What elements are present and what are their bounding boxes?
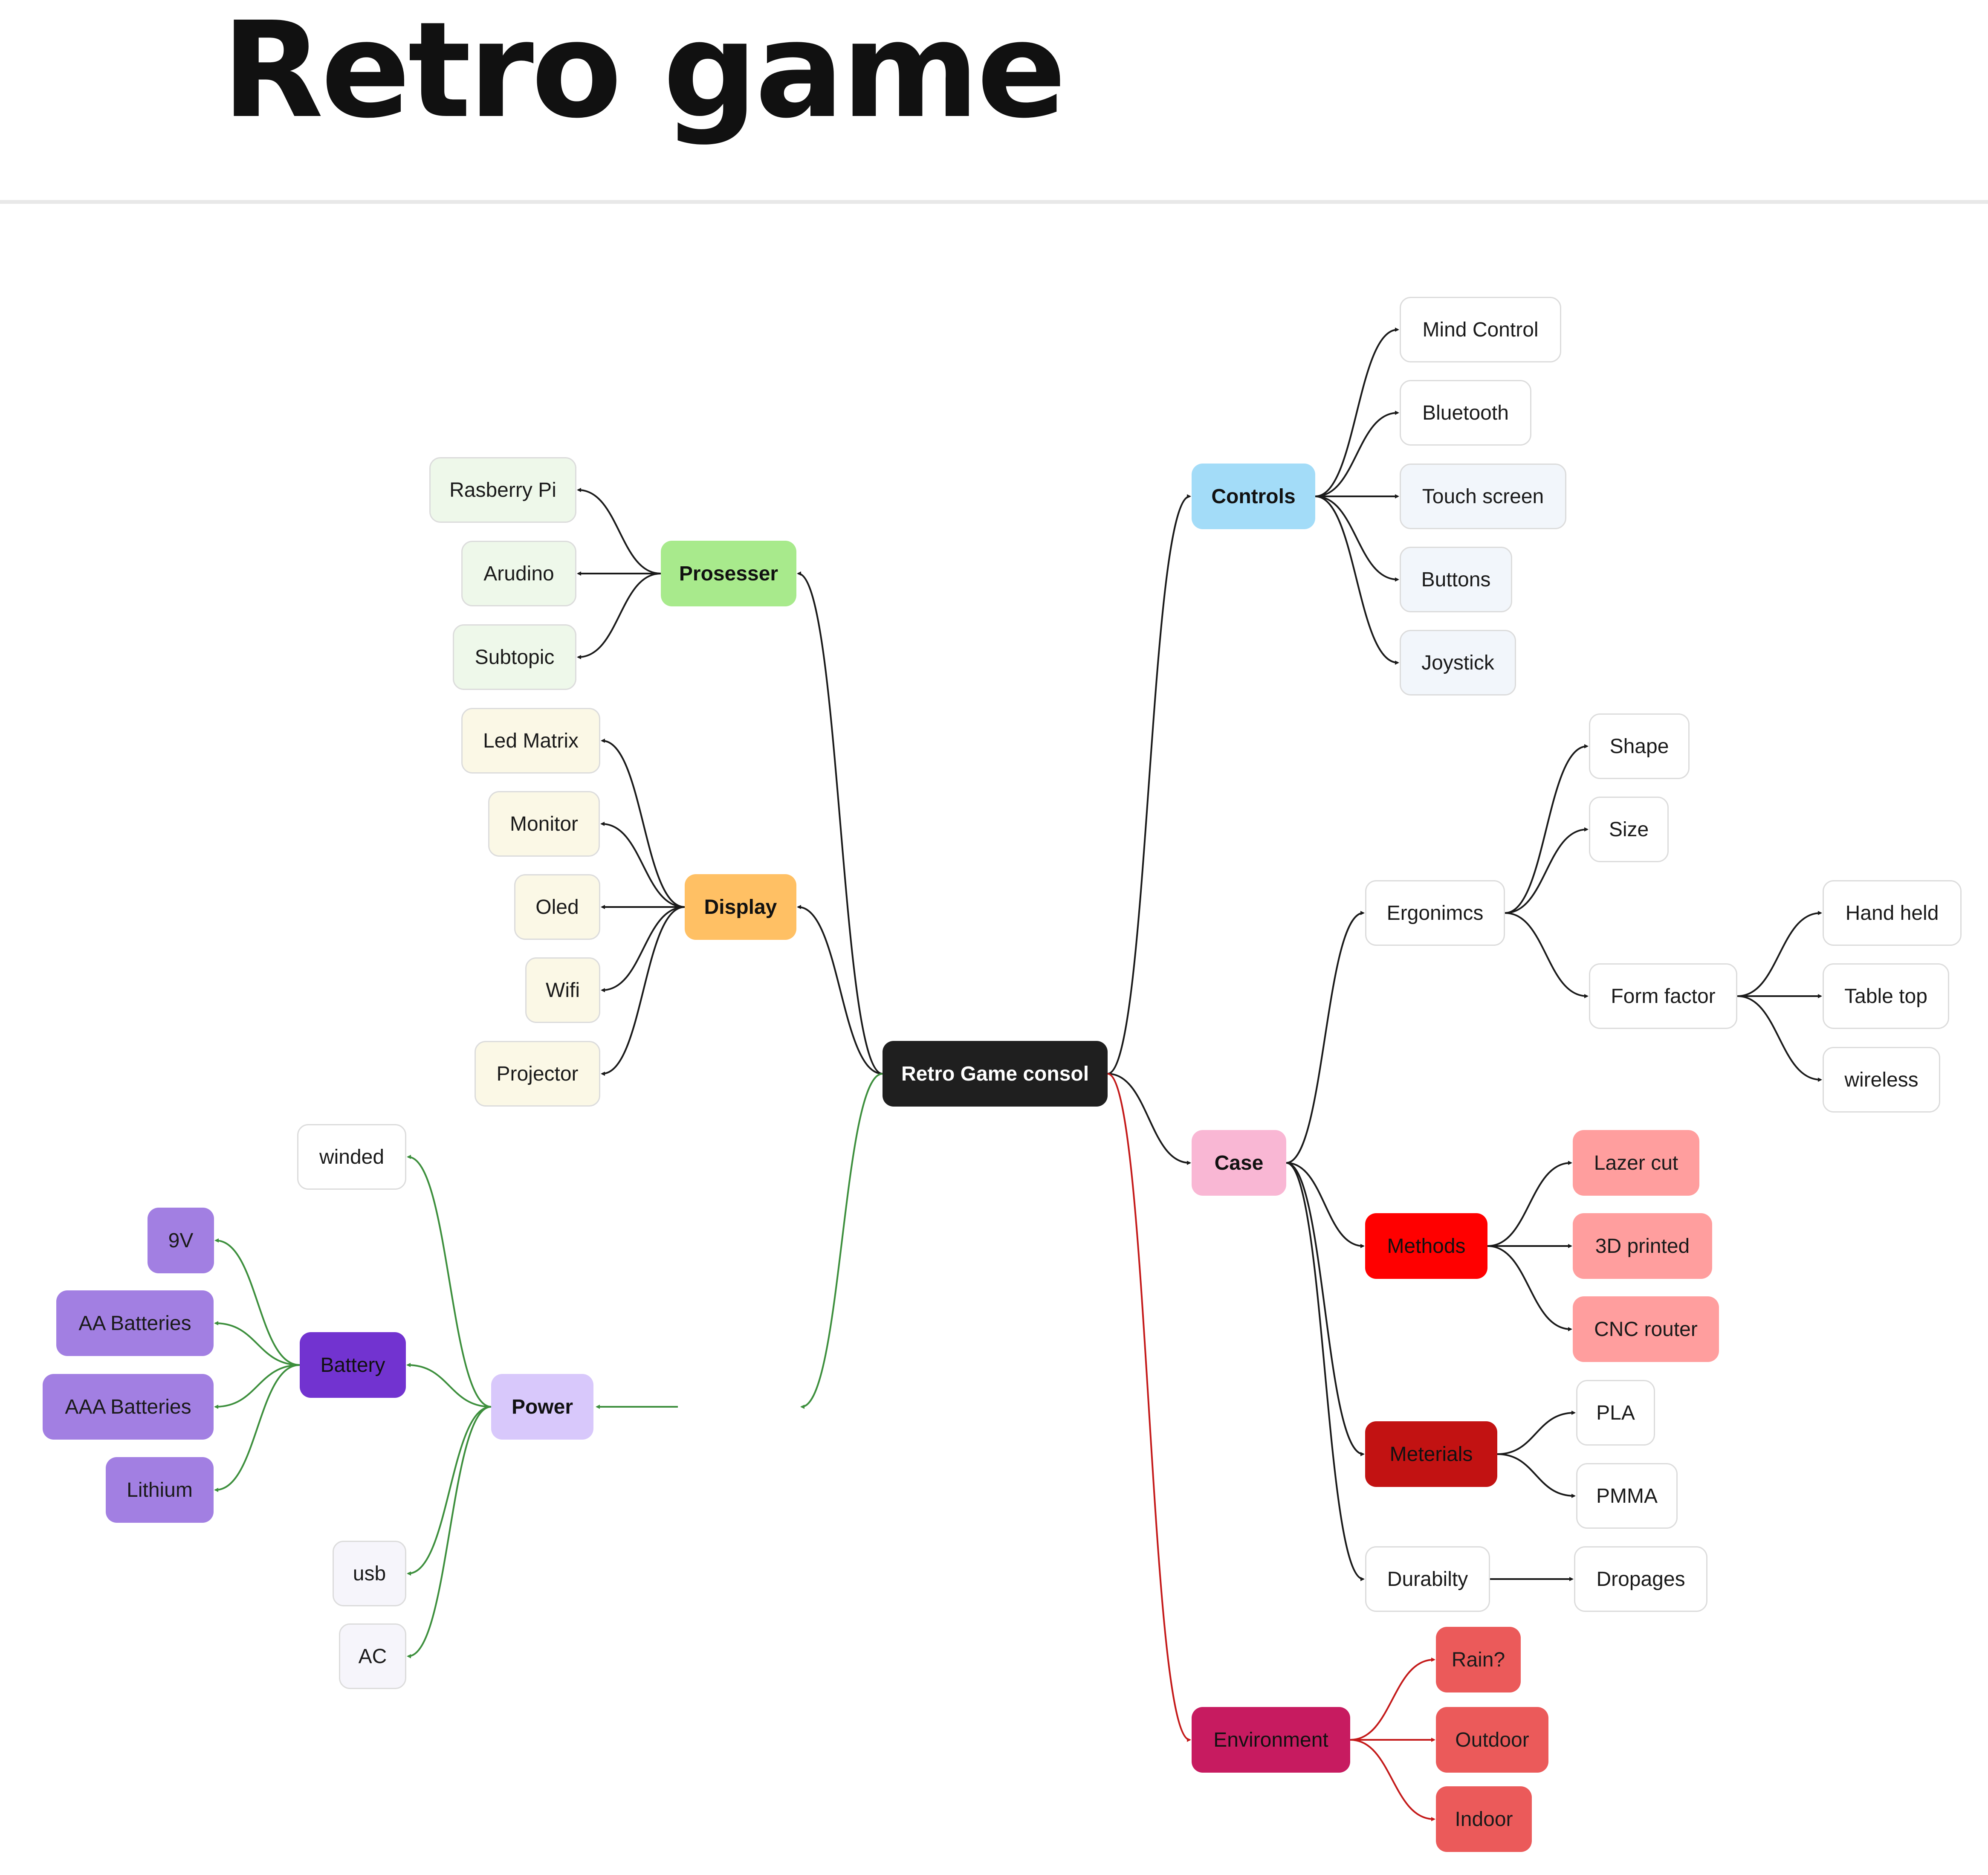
edge-bat-bat0 bbox=[214, 1238, 300, 1366]
node-arudino[interactable]: Arudino bbox=[461, 541, 576, 606]
edge-disp-disp3 bbox=[601, 906, 685, 992]
edge-pow-pow2 bbox=[407, 1406, 492, 1576]
node-cnc-router[interactable]: CNC router bbox=[1573, 1296, 1719, 1362]
edge-case-mat bbox=[1286, 1162, 1365, 1456]
edge-erg-erg1 bbox=[1505, 827, 1589, 914]
node-mind-control[interactable]: Mind Control bbox=[1400, 297, 1561, 362]
node-methods[interactable]: Methods bbox=[1365, 1213, 1487, 1279]
node-ac[interactable]: AC bbox=[339, 1623, 406, 1689]
edge-case-dur bbox=[1286, 1162, 1365, 1581]
edge-disp-disp4 bbox=[601, 906, 685, 1076]
edge-ctl-ctl0 bbox=[1315, 327, 1399, 497]
edge-case-meth bbox=[1286, 1162, 1365, 1248]
edge-disp-disp1 bbox=[600, 822, 685, 908]
edge-meth-meth2 bbox=[1487, 1245, 1572, 1331]
node-environment[interactable]: Environment bbox=[1192, 1707, 1350, 1773]
edge-erg-erg0 bbox=[1505, 744, 1589, 914]
edge-mat-mat0 bbox=[1497, 1411, 1576, 1455]
title-divider bbox=[0, 200, 1988, 204]
node-hand-held[interactable]: Hand held bbox=[1823, 880, 1962, 946]
node-rasberry-pi[interactable]: Rasberry Pi bbox=[429, 457, 576, 523]
edge-root-case bbox=[1107, 1073, 1191, 1165]
node-aa-batteries[interactable]: AA Batteries bbox=[56, 1290, 214, 1356]
node-9v[interactable]: 9V bbox=[148, 1208, 214, 1273]
node-pmma[interactable]: PMMA bbox=[1576, 1463, 1678, 1529]
node-lithium[interactable]: Lithium bbox=[106, 1457, 214, 1523]
edge-proc-proc2 bbox=[577, 573, 661, 659]
node-led-matrix[interactable]: Led Matrix bbox=[461, 708, 600, 774]
node-meterials[interactable]: Meterials bbox=[1365, 1421, 1497, 1487]
node-oled[interactable]: Oled bbox=[514, 874, 600, 940]
edge-ctl-ctl4 bbox=[1315, 496, 1399, 665]
node-ergonimcs[interactable]: Ergonimcs bbox=[1365, 880, 1505, 946]
node-power[interactable]: Power bbox=[491, 1374, 593, 1440]
edge-case-erg bbox=[1286, 911, 1365, 1164]
node-prosesser[interactable]: Prosesser bbox=[661, 541, 796, 606]
node-form-factor[interactable]: Form factor bbox=[1589, 963, 1737, 1029]
edge-ctl-ctl1 bbox=[1315, 411, 1399, 497]
page-title: Retro game bbox=[222, 0, 1066, 148]
node-indoor[interactable]: Indoor bbox=[1436, 1786, 1532, 1852]
node-joystick[interactable]: Joystick bbox=[1400, 630, 1516, 696]
edge-env-env2 bbox=[1350, 1739, 1435, 1821]
node-bluetooth[interactable]: Bluetooth bbox=[1400, 380, 1531, 446]
node-usb[interactable]: usb bbox=[333, 1541, 406, 1606]
edge-env-env0 bbox=[1350, 1658, 1435, 1741]
node-shape[interactable]: Shape bbox=[1589, 713, 1690, 779]
node-winded[interactable]: winded bbox=[297, 1124, 406, 1190]
edge-root-env bbox=[1107, 1073, 1191, 1742]
edge-root-ctl bbox=[1107, 494, 1191, 1075]
node-display[interactable]: Display bbox=[685, 874, 796, 940]
edge-bat-bat3 bbox=[214, 1364, 300, 1492]
edge-pow-pow3 bbox=[407, 1406, 492, 1658]
edge-root-disp bbox=[797, 905, 883, 1075]
node-dropages[interactable]: Dropages bbox=[1574, 1546, 1707, 1612]
edge-root-proc bbox=[797, 571, 883, 1075]
edge-ff-ff0 bbox=[1737, 911, 1822, 997]
edge-meth-meth0 bbox=[1487, 1161, 1572, 1247]
edge-root-power bbox=[800, 1073, 883, 1409]
node-aaa-batteries[interactable]: AAA Batteries bbox=[43, 1374, 214, 1440]
node-3d-printed[interactable]: 3D printed bbox=[1573, 1213, 1712, 1279]
node-battery[interactable]: Battery bbox=[300, 1332, 406, 1398]
node-lazer-cut[interactable]: Lazer cut bbox=[1573, 1130, 1699, 1196]
node-table-top[interactable]: Table top bbox=[1823, 963, 1949, 1029]
edge-bat-bat2 bbox=[214, 1364, 300, 1409]
node-controls[interactable]: Controls bbox=[1192, 464, 1315, 529]
node-outdoor[interactable]: Outdoor bbox=[1436, 1707, 1548, 1773]
node-projector[interactable]: Projector bbox=[475, 1041, 600, 1107]
node-buttons[interactable]: Buttons bbox=[1400, 547, 1512, 612]
node-size[interactable]: Size bbox=[1589, 797, 1669, 862]
node-wireless[interactable]: wireless bbox=[1823, 1047, 1940, 1113]
edge-pow-pow0 bbox=[407, 1155, 492, 1408]
node-monitor[interactable]: Monitor bbox=[488, 791, 600, 857]
node-subtopic[interactable]: Subtopic bbox=[453, 624, 576, 690]
edge-erg-ff bbox=[1505, 912, 1589, 998]
node-wifi[interactable]: Wifi bbox=[525, 957, 600, 1023]
node-retro-game-consol[interactable]: Retro Game consol bbox=[883, 1041, 1108, 1107]
edge-mat-mat1 bbox=[1497, 1453, 1576, 1498]
node-touch-screen[interactable]: Touch screen bbox=[1400, 464, 1566, 529]
node-pla[interactable]: PLA bbox=[1576, 1380, 1655, 1446]
edge-ctl-ctl3 bbox=[1315, 496, 1399, 582]
node-durabilty[interactable]: Durabilty bbox=[1365, 1546, 1490, 1612]
node-rain[interactable]: Rain? bbox=[1436, 1627, 1521, 1692]
edge-ff-ff2 bbox=[1737, 995, 1822, 1082]
node-case[interactable]: Case bbox=[1192, 1130, 1286, 1196]
edge-disp-disp0 bbox=[601, 739, 685, 908]
edge-pow-bat bbox=[406, 1363, 492, 1408]
edge-bat-bat1 bbox=[214, 1321, 300, 1366]
edge-proc-proc0 bbox=[577, 488, 661, 574]
